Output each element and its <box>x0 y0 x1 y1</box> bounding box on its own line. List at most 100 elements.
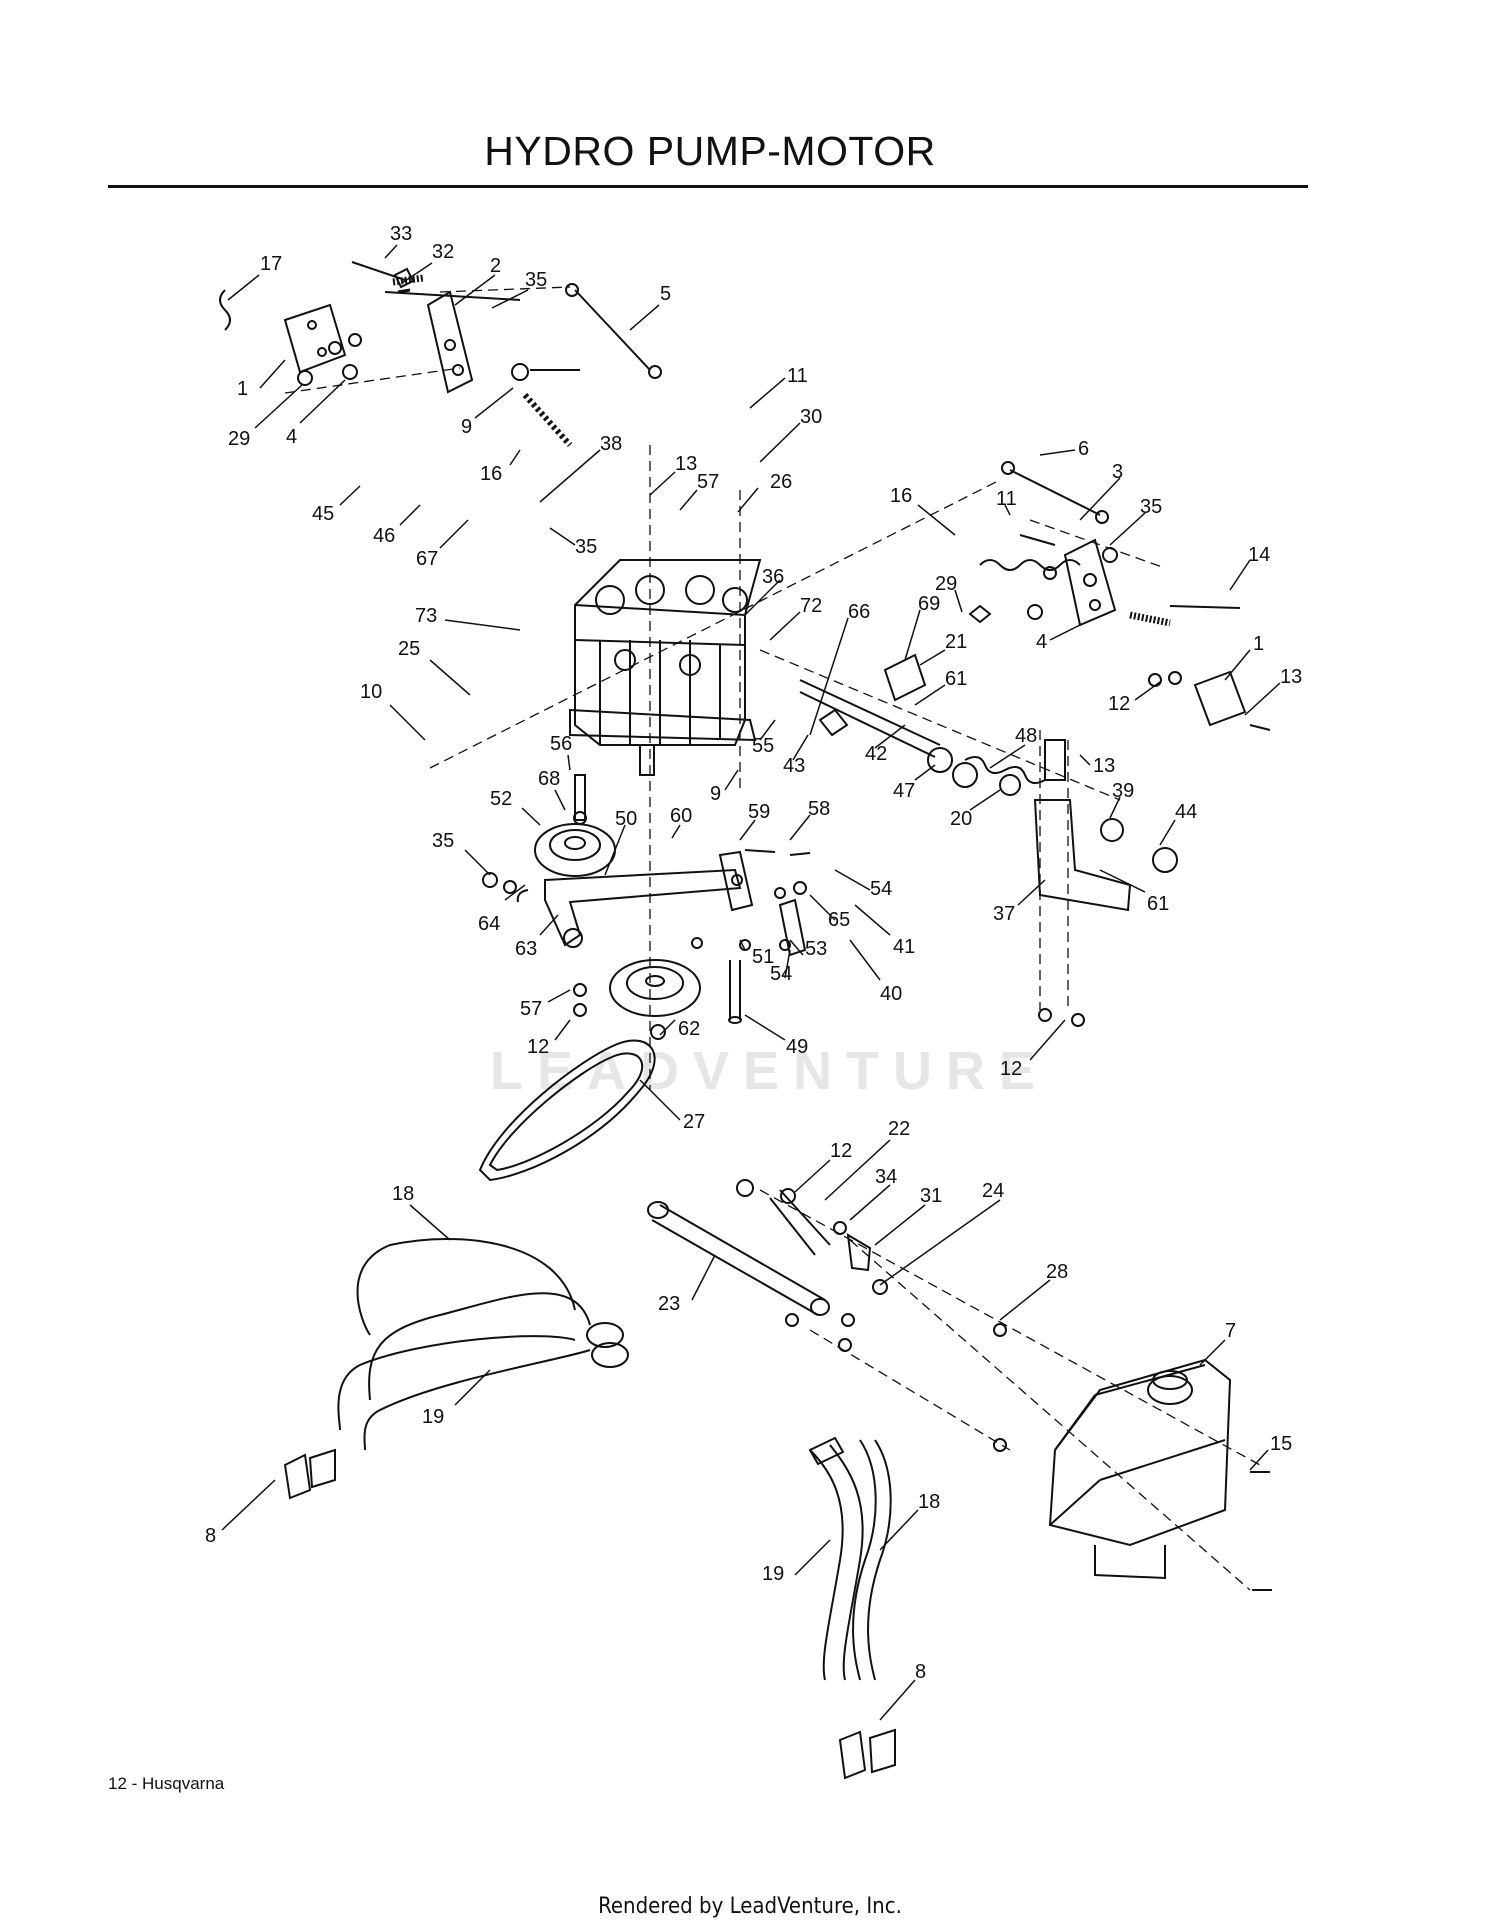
middle-hoses <box>647 1179 1007 1452</box>
leader-line <box>914 684 946 706</box>
part-number-callout: 6 <box>1078 438 1089 460</box>
leader-line <box>401 262 433 284</box>
part-number-callout: 55 <box>752 735 774 757</box>
leader-line <box>914 764 936 781</box>
part-number-callout: 9 <box>461 416 472 438</box>
leader-line <box>744 1014 786 1041</box>
leader-line <box>399 504 421 526</box>
leader-line <box>749 377 786 409</box>
hydraulic-reservoir <box>1048 1358 1272 1591</box>
leader-line <box>1109 512 1146 546</box>
leader-line <box>567 754 571 771</box>
leader-line <box>739 819 756 841</box>
part-number-callout: 5 <box>660 283 671 305</box>
leader-line <box>879 1199 1001 1286</box>
leader-line <box>784 949 791 979</box>
leader-line <box>454 274 496 306</box>
leader-line <box>339 485 361 506</box>
leader-line <box>604 824 626 876</box>
part-number-callout: 58 <box>808 798 830 820</box>
leader-line <box>739 939 746 951</box>
leader-line <box>1244 682 1281 716</box>
part-number-callout: 22 <box>888 1118 910 1140</box>
part-number-callout: 11 <box>996 488 1017 510</box>
part-number-callout: 11 <box>787 365 808 387</box>
page-title: HYDRO PUMP-MOTOR <box>484 128 936 174</box>
part-number-callout: 57 <box>697 471 719 493</box>
leader-line <box>299 379 346 424</box>
part-number-callout: 13 <box>675 453 697 475</box>
leader-line <box>491 289 529 309</box>
part-number-callout: 28 <box>1046 1261 1068 1283</box>
leader-line <box>539 914 559 936</box>
part-number-callout: 61 <box>945 668 967 690</box>
part-number-callout: 12 <box>527 1036 549 1058</box>
part-number-callout: 1 <box>1253 633 1264 655</box>
leader-line <box>789 939 804 956</box>
leader-line <box>629 304 660 331</box>
leader-line <box>454 1369 491 1406</box>
leader-line <box>1079 754 1091 766</box>
part-number-callout: 37 <box>993 903 1015 925</box>
leader-line <box>989 744 1026 769</box>
leader-line <box>999 1279 1051 1321</box>
part-number-callout: 35 <box>1140 496 1162 518</box>
part-number-callout: 19 <box>422 1406 444 1428</box>
part-number-callout: 33 <box>390 223 412 245</box>
part-number-callout: 31 <box>920 1185 942 1207</box>
part-number-callout: 12 <box>830 1140 852 1162</box>
part-number-callout: 8 <box>205 1525 216 1547</box>
part-number-callout: 63 <box>515 938 537 960</box>
part-number-callout: 1 <box>237 378 248 400</box>
leader-line <box>1199 1339 1226 1366</box>
part-number-callout: 57 <box>520 998 542 1020</box>
part-number-callout: 25 <box>398 638 420 660</box>
leader-line <box>724 769 739 791</box>
part-number-callout: 36 <box>762 566 784 588</box>
leader-line <box>227 274 260 301</box>
part-number-callout: 41 <box>893 936 915 958</box>
leader-line <box>1229 559 1251 591</box>
leader-line <box>904 609 921 661</box>
part-number-callout: 43 <box>783 755 805 777</box>
part-number-callout: 13 <box>1093 755 1115 777</box>
drive-belt <box>478 1039 656 1182</box>
leader-line <box>1134 681 1161 701</box>
part-number-callout: 50 <box>615 808 637 830</box>
leader-line <box>809 894 836 921</box>
left-control-bracket <box>219 261 662 448</box>
part-number-callout: 69 <box>918 593 940 615</box>
leader-line <box>759 422 801 463</box>
part-number-callout: 16 <box>890 485 912 507</box>
leader-line <box>1017 879 1046 906</box>
part-number-callout: 12 <box>1000 1058 1022 1080</box>
leader-line <box>649 471 676 496</box>
part-number-callout: 9 <box>710 783 721 805</box>
leader-line <box>384 244 398 259</box>
title-divider <box>108 185 1308 188</box>
part-number-callout: 7 <box>1225 1320 1236 1342</box>
leader-line <box>1224 649 1251 681</box>
part-number-callout: 72 <box>800 595 822 617</box>
leader-line <box>794 1539 831 1576</box>
leader-line <box>1029 1019 1066 1061</box>
leader-line <box>954 589 963 613</box>
part-number-callout: 12 <box>1108 693 1130 715</box>
part-number-callout: 24 <box>982 1180 1004 1202</box>
part-number-callout: 66 <box>848 601 870 623</box>
part-number-callout: 65 <box>828 909 850 931</box>
leader-line <box>809 617 849 736</box>
leader-line <box>639 1079 681 1121</box>
part-number-callout: 17 <box>260 253 282 275</box>
leader-line <box>504 884 526 901</box>
leader-line <box>849 939 881 981</box>
leader-line <box>1159 819 1176 846</box>
part-number-callout: 42 <box>865 743 887 765</box>
leader-line <box>874 1204 926 1246</box>
part-number-callout: 18 <box>918 1491 940 1513</box>
callouts: 33 32 17 2 35 5 1 29 4 9 16 11 30 38 13 … <box>205 223 1302 1721</box>
right-hoses <box>808 1436 896 1780</box>
part-number-callout: 64 <box>478 913 500 935</box>
leader-line <box>969 789 1001 811</box>
